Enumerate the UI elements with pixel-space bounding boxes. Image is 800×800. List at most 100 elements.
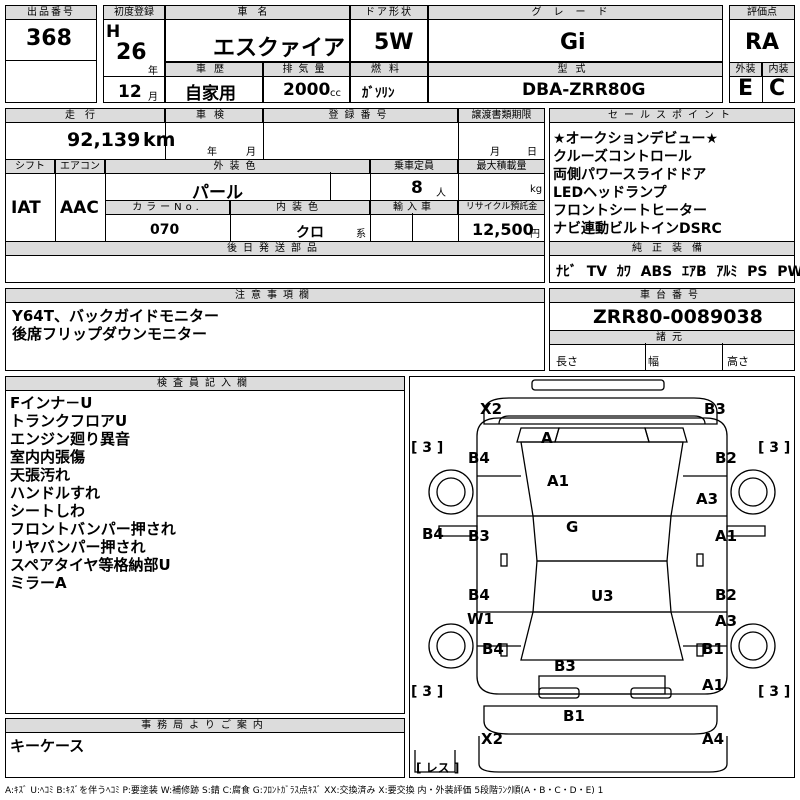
registration-month: 12 [118,82,142,102]
inspector-line: リヤバンパー押され [10,538,146,556]
history: 自家用 [185,84,236,104]
shift-divider [55,159,56,241]
reg-number-label: 登録番号 [263,108,458,123]
tire-rear-right: [ 3 ] [758,684,791,700]
displacement-unit: cc [330,88,341,99]
damage-mark: A3 [715,612,738,630]
damage-mark: A1 [547,472,570,490]
inspector-line: シートしわ [10,502,86,520]
max-load-label: 最大積載量 [458,159,545,174]
damage-mark: B4 [468,586,490,604]
exterior-color: パール [192,183,243,203]
height-label: 高さ [727,355,749,368]
equipment-label: 純正装備 [549,241,795,256]
year-unit: 年 [148,66,158,77]
chassis-number: ZRR80-0089038 [593,306,763,328]
inspector-line: 天張汚れ [10,466,71,484]
capacity: 8 [411,178,423,198]
damage-mark: B1 [563,707,585,725]
color-number: 070 [150,222,180,238]
door-type: 5W [374,30,414,55]
interior-color-unit: 系 [356,229,366,240]
fuel: ｶﾞｿﾘﾝ [362,86,395,101]
sales-point: クルーズコントロール [553,149,692,165]
inspector-line: ハンドルすれ [10,484,101,502]
inspector-line: フロントバンパー押され [10,520,176,538]
damage-mark: A [541,429,553,447]
damage-mark: A1 [715,527,738,545]
first-registration-label: 初度登録 [103,5,165,20]
spec-divider-2 [722,343,723,371]
damage-mark: U3 [591,587,614,605]
length-label: 長さ [556,355,578,368]
model: DBA-ZRR80G [522,80,646,100]
damage-mark: B2 [715,586,737,604]
chassis-label: 車台番号 [549,288,795,303]
spare-tire: [ レス ] [416,761,460,775]
damage-mark: B4 [422,525,444,543]
damage-mark: B4 [468,449,490,467]
model-label: 型式 [428,62,723,77]
row2-divider-1 [165,121,166,159]
row2-divider-3 [458,121,459,159]
mileage-unit: km [143,129,176,151]
row2-divider-2 [263,121,264,159]
damage-mark: A3 [696,490,719,508]
score: RA [745,30,779,55]
door-label: ドア形状 [350,5,428,20]
lot-divider [5,60,97,61]
equipment-item: ｱﾙﾐ [716,264,738,280]
sales-point: フロントシートヒーター [553,203,707,219]
sales-point: LEDヘッドランプ [553,185,667,201]
interior-grade-label: 内装 [762,62,795,77]
note-line: Y64T、バックガイドモニター [12,307,219,325]
history-label: 車歴 [165,62,263,77]
inspector-line: Fインナ－U [10,394,93,412]
specs-label: 諸元 [549,330,795,345]
import-label: 輸入車 [370,200,458,215]
equipment-item: PS [747,264,768,280]
row2-divider-6 [230,200,231,241]
equipment-item: ABS [640,264,673,280]
sales-point: 両側パワースライドドア [553,167,707,183]
equipment-item: ｴｱB [681,264,707,280]
equipment-item: ﾅﾋﾞ [556,264,577,280]
exterior-grade-label: 外装 [729,62,762,77]
car-name: エスクァイア [213,36,346,61]
lot-number: 368 [26,26,72,51]
air-conditioner: AAC [60,198,99,218]
capacity-label: 乗車定員 [370,159,458,174]
inspection-month: 月 [246,147,256,158]
equipment-item: PW [777,264,800,280]
inspector-line: トランクフロアU [10,412,128,430]
inspector-line: エンジン廻り異音 [10,430,131,448]
damage-mark: W1 [467,610,494,628]
month-unit: 月 [148,92,158,103]
interior-grade: C [769,76,786,101]
tire-rear-left: [ 3 ] [411,684,444,700]
interior-color: クロ [296,225,324,241]
registration-year: 26 [116,40,147,65]
damage-mark: B3 [468,527,490,545]
spec-divider-1 [645,343,646,371]
note-line: 後席フリップダウンモニター [12,325,208,343]
width-label: 幅 [648,355,659,368]
damage-diagram-box [409,376,795,778]
equipment-list: ﾅﾋﾞ TV ｶﾜ ABS ｴｱB ｱﾙﾐ PS PW [556,261,800,281]
recycle-fee: 12,500 [472,220,534,239]
damage-mark: A1 [702,676,725,694]
inspection-year: 年 [207,147,217,158]
grade-label: グレード [428,5,723,20]
damage-mark: X2 [481,730,504,748]
transfer-deadline-label: 譲渡書類期限 [458,108,545,123]
import-subdivider [412,213,413,241]
sales-point: ナビ連動ビルトインDSRC [553,221,722,237]
exterior-grade: E [738,76,754,101]
recycle-fee-label: リサイクル預託金 [458,200,545,215]
displacement: 2000 [283,80,331,100]
equipment-item: ｶﾜ [616,264,631,280]
era: H [106,22,121,42]
inspection-label: 車検 [165,108,263,123]
inspector-line: スペアタイヤ等格納部U [10,556,171,574]
office-label: 事務局よりご案内 [5,718,405,733]
